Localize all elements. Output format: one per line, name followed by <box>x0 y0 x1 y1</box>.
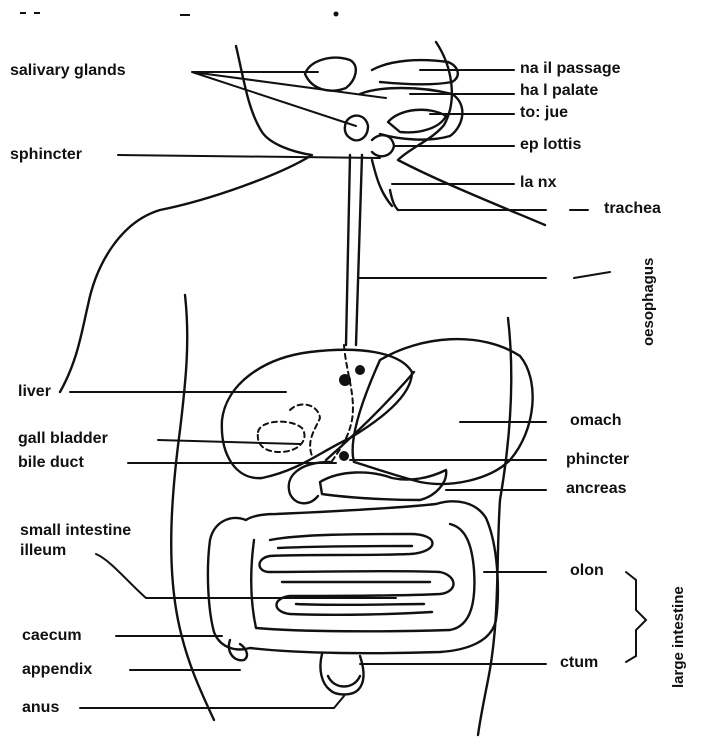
label-small-intestine: small intestine <box>20 522 131 540</box>
label-liver: liver <box>18 383 51 401</box>
cardiac-sphincter-dot <box>339 374 351 386</box>
leader-sphincter-left <box>118 155 380 158</box>
gall-bladder <box>258 422 305 452</box>
label-oesophagus: oesophagus <box>640 258 657 346</box>
large-intestine-bracket <box>626 572 646 662</box>
label-sphincter-pyloric: phincter <box>566 451 629 469</box>
cardiac-sphincter-dot-2 <box>355 365 365 375</box>
label-gall-bladder: gall bladder <box>18 430 108 448</box>
leader-salivary-glands <box>192 72 386 126</box>
label-anus: anus <box>22 699 59 717</box>
trachea-line <box>390 190 398 210</box>
torso-left-side <box>171 295 214 720</box>
leader-small-intestine <box>96 554 396 598</box>
scan-artifacts <box>20 12 339 17</box>
leader-lines <box>70 70 646 708</box>
label-caecum: caecum <box>22 627 82 645</box>
label-bile-duct: bile duct <box>18 454 84 472</box>
label-illeum: illeum <box>20 542 66 560</box>
leader-oesophagus <box>358 272 610 278</box>
label-salivary-glands: salivary glands <box>10 62 126 80</box>
pancreas <box>320 470 446 500</box>
label-larynx: la nx <box>520 174 556 192</box>
liver-outline <box>222 350 412 478</box>
anus-ring <box>328 676 360 687</box>
label-appendix: appendix <box>22 661 92 679</box>
pyloric-sphincter-dot <box>339 451 349 461</box>
rectum <box>320 654 363 695</box>
label-epiglottis: ep lottis <box>520 136 581 154</box>
torso-right-side <box>478 318 511 735</box>
larynx <box>372 160 392 206</box>
label-nasal-passage: na il passage <box>520 60 621 78</box>
label-colon: olon <box>570 562 604 580</box>
epiglottis <box>372 135 394 156</box>
label-pancreas: ancreas <box>566 480 627 498</box>
oesophagus-left <box>346 155 350 345</box>
label-large-intestine: large intestine <box>670 586 687 688</box>
label-sphincter-upper: sphincter <box>10 146 82 164</box>
salivary-gland-upper <box>305 58 356 91</box>
leader-anus <box>80 696 344 708</box>
label-tongue: to: jue <box>520 104 568 122</box>
body-outline-left <box>60 46 312 392</box>
salivary-gland-lower <box>345 116 368 141</box>
label-hard-palate: ha l palate <box>520 82 598 100</box>
label-rectum: ctum <box>560 654 598 672</box>
label-stomach: omach <box>570 412 622 430</box>
nasal-cavity <box>372 60 458 84</box>
label-trachea: trachea <box>604 200 661 218</box>
oesophagus-right <box>356 155 362 345</box>
